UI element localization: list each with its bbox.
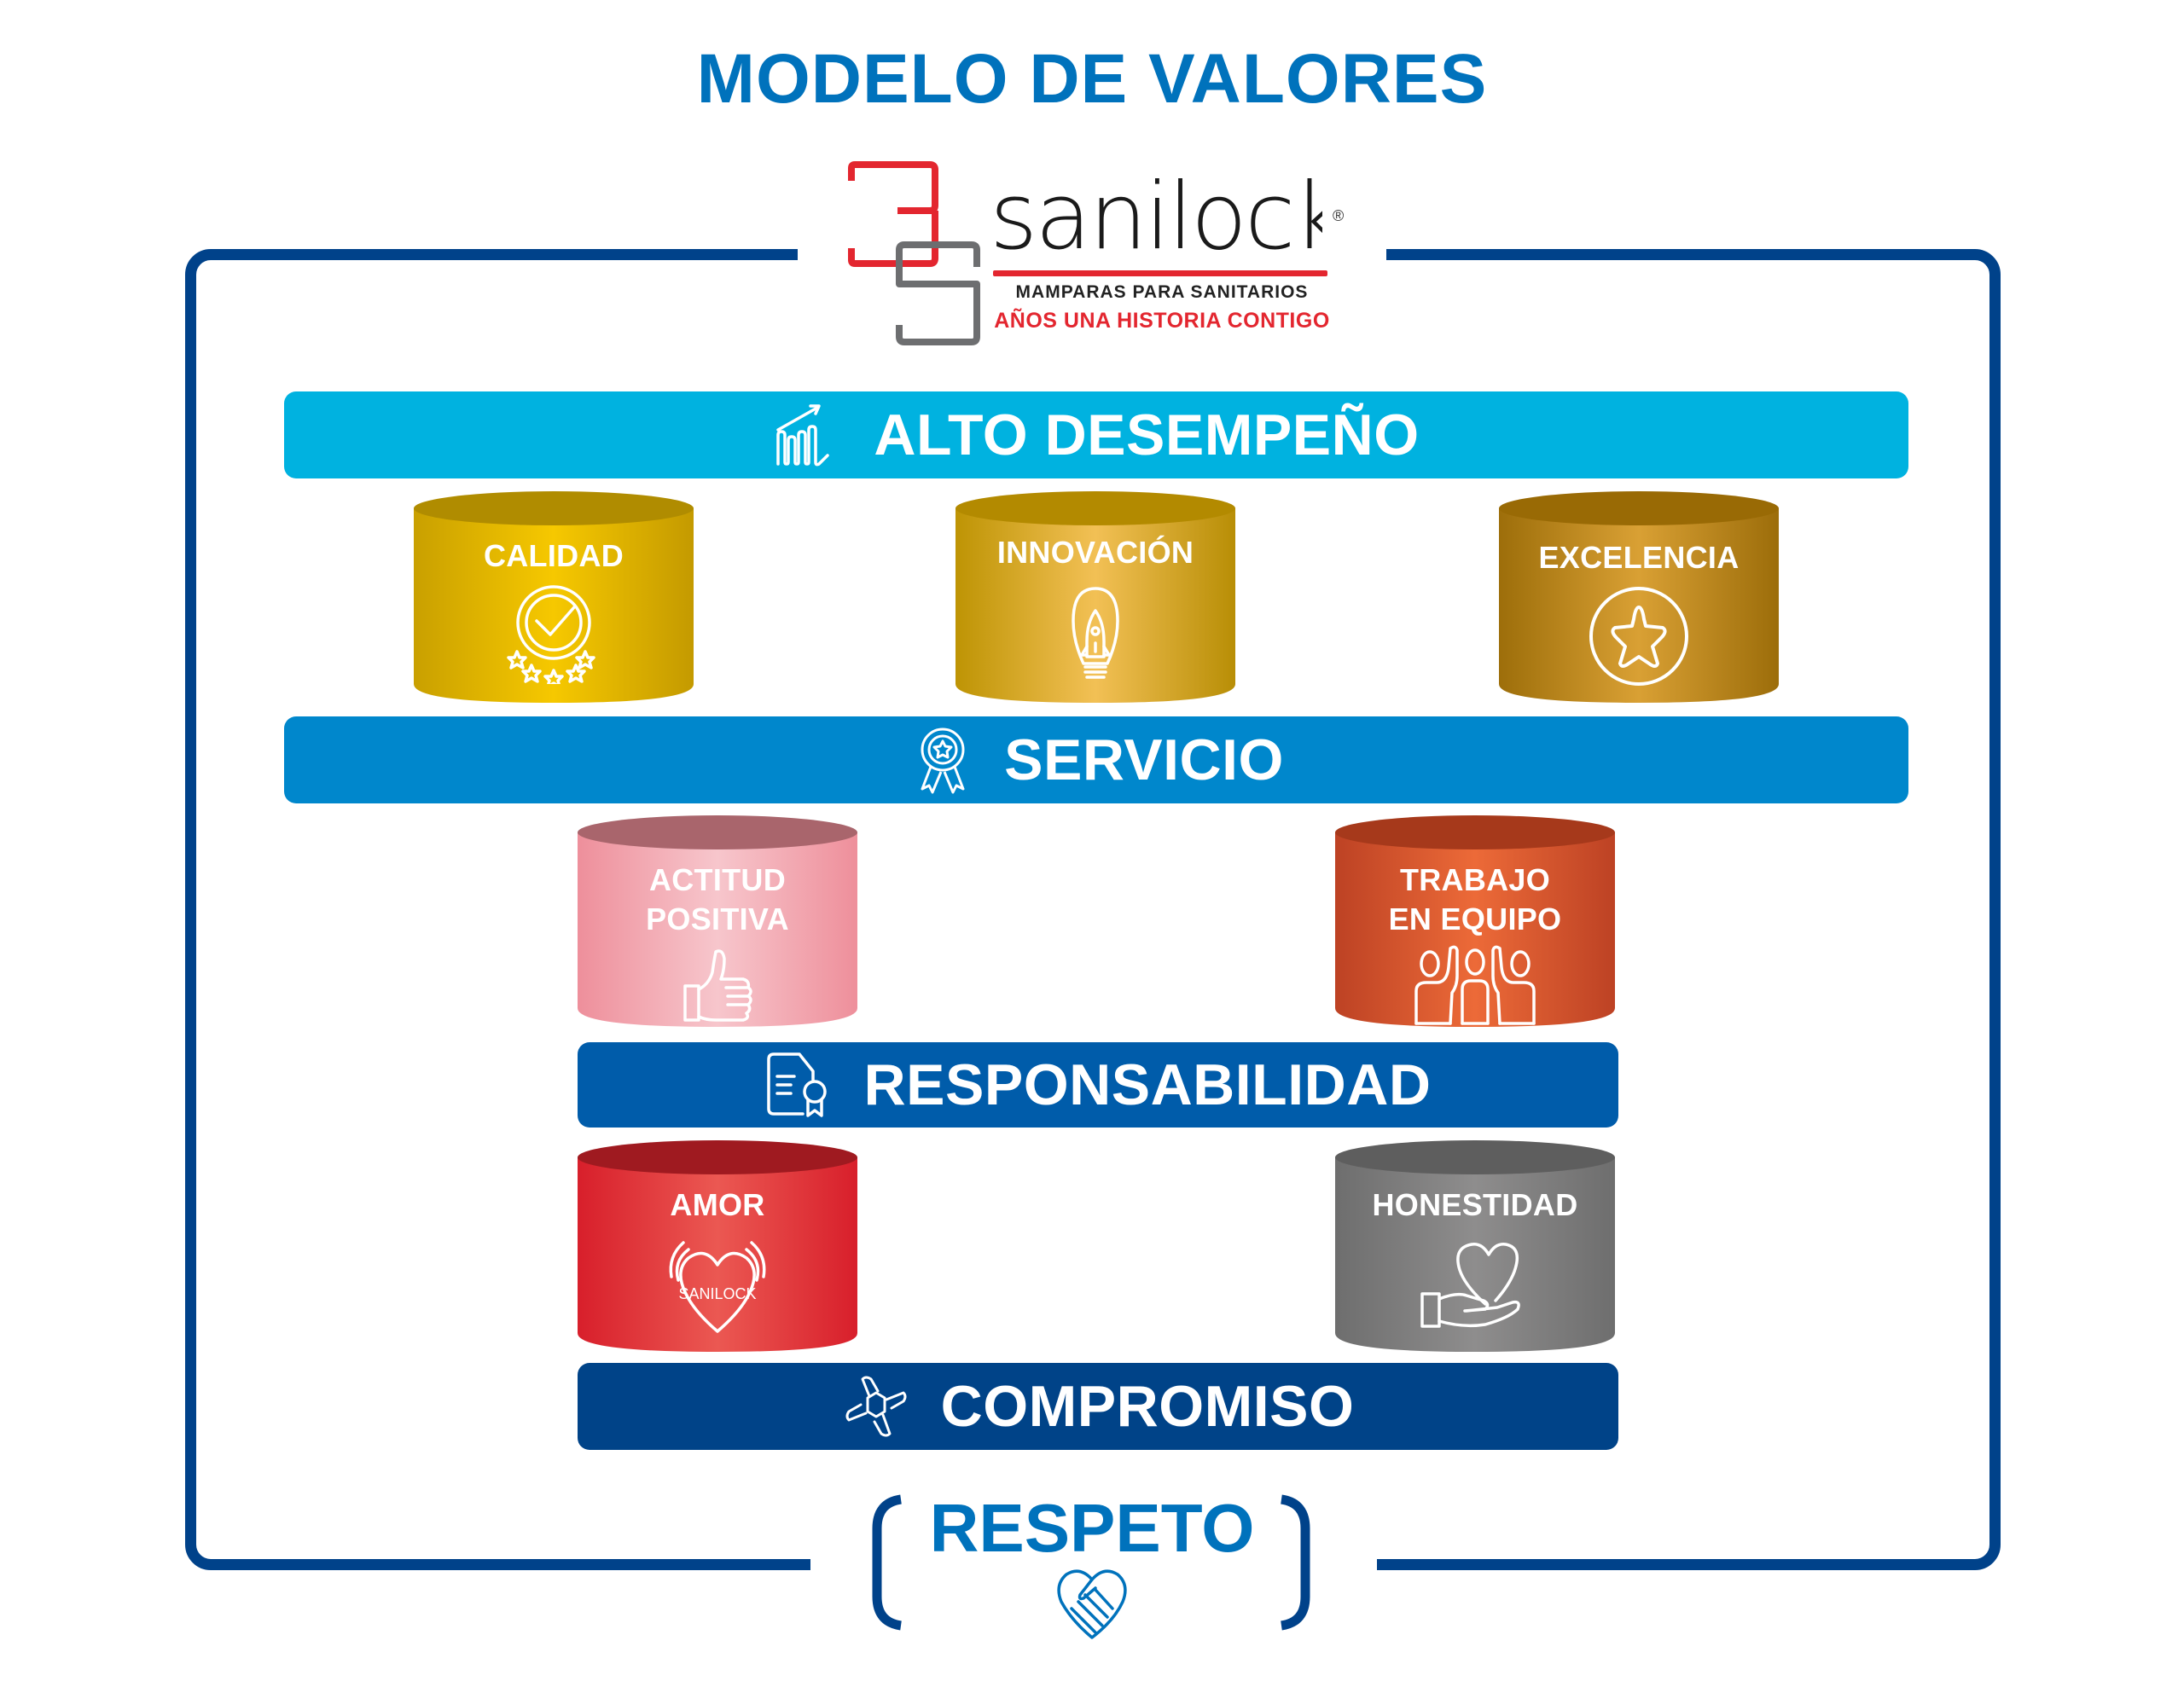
tier-label: RESPONSABILIDAD [863, 1052, 1432, 1117]
logo-tagline: MAMPARAS PARA SANITARIOS [1015, 282, 1309, 302]
value-calidad: CALIDAD [412, 490, 695, 704]
thumbs-up-icon [683, 949, 752, 1022]
foundation-label: RESPETO [929, 1490, 1255, 1566]
heart-brand-text: SANILOCK [678, 1285, 757, 1302]
cylinder-shape [1335, 815, 1615, 1027]
tier-compromiso: COMPROMISO [578, 1363, 1618, 1450]
logo-underline [993, 270, 1327, 276]
certificate-document-icon [766, 1052, 827, 1117]
tier-label: COMPROMISO [940, 1374, 1355, 1439]
frame-end-bottom-right [1380, 1559, 1423, 1570]
value-trabajo-en-equipo: TRABAJO EN EQUIPO [1333, 814, 1617, 1029]
value-honestidad: HONESTIDAD [1333, 1139, 1617, 1354]
cylinder-shape [578, 815, 857, 1027]
value-label: AMOR [670, 1187, 765, 1222]
value-actitud-positiva: ACTITUD POSITIVA [576, 814, 859, 1029]
value-label: HONESTIDAD [1372, 1187, 1578, 1222]
registered-mark: ® [1333, 207, 1345, 224]
anniversary-35-icon [848, 161, 980, 345]
value-label: CALIDAD [483, 538, 624, 573]
frame-end-top-left [751, 249, 793, 260]
value-label: INNOVACIÓN [996, 535, 1194, 570]
cylinder-shape [578, 1140, 857, 1352]
star-badge-icon [1589, 587, 1688, 686]
cylinder-shape [1335, 1140, 1615, 1352]
sanilock-logo: sanilock ® MAMPARAS PARA SANITARIOS AÑOS… [845, 158, 1374, 350]
tier-alto-desempeno: ALTO DESEMPEÑO [284, 391, 1908, 478]
tier-servicio: SERVICIO [284, 716, 1908, 803]
value-excelencia: EXCELENCIA [1497, 490, 1780, 704]
lightbulb-rocket-icon [1072, 587, 1119, 679]
award-ribbon-icon [921, 728, 965, 794]
value-amor: AMOR SANILOCK [576, 1139, 859, 1354]
value-label-line1: TRABAJO [1399, 862, 1551, 897]
frame-end-top-right [1389, 249, 1432, 260]
value-label-line1: ACTITUD [648, 862, 787, 897]
values-frame [185, 249, 2001, 1570]
tier-label: SERVICIO [1004, 728, 1284, 792]
heart-icon [669, 1241, 766, 1333]
team-hands-up-icon [1414, 945, 1536, 1025]
value-label-line2: EN EQUIPO [1388, 901, 1562, 936]
growth-chart-icon [776, 404, 830, 467]
frame-end-bottom-left [764, 1559, 806, 1570]
value-label: EXCELENCIA [1538, 540, 1740, 575]
left-bracket-icon [872, 1494, 903, 1631]
page-title: MODELO DE VALORES [696, 40, 1488, 118]
frame-gap-bottom [810, 1552, 1377, 1578]
brand-wordmark: sanilock [990, 170, 1322, 265]
joined-hands-icon [845, 1376, 907, 1437]
value-label-line2: POSITIVA [646, 901, 789, 936]
cylinder-shape [414, 491, 694, 703]
logo-slogan: AÑOS UNA HISTORIA CONTIGO [994, 309, 1330, 333]
hand-heart-icon [1420, 1243, 1520, 1328]
handshake-heart-icon [1057, 1569, 1127, 1639]
right-bracket-icon [1280, 1494, 1310, 1631]
tier-responsabilidad: RESPONSABILIDAD [578, 1042, 1618, 1128]
cylinder-shape [956, 491, 1235, 703]
tier-label: ALTO DESEMPEÑO [874, 403, 1420, 467]
quality-check-stars-icon [507, 585, 595, 684]
value-innovacion: INNOVACIÓN [954, 490, 1237, 704]
